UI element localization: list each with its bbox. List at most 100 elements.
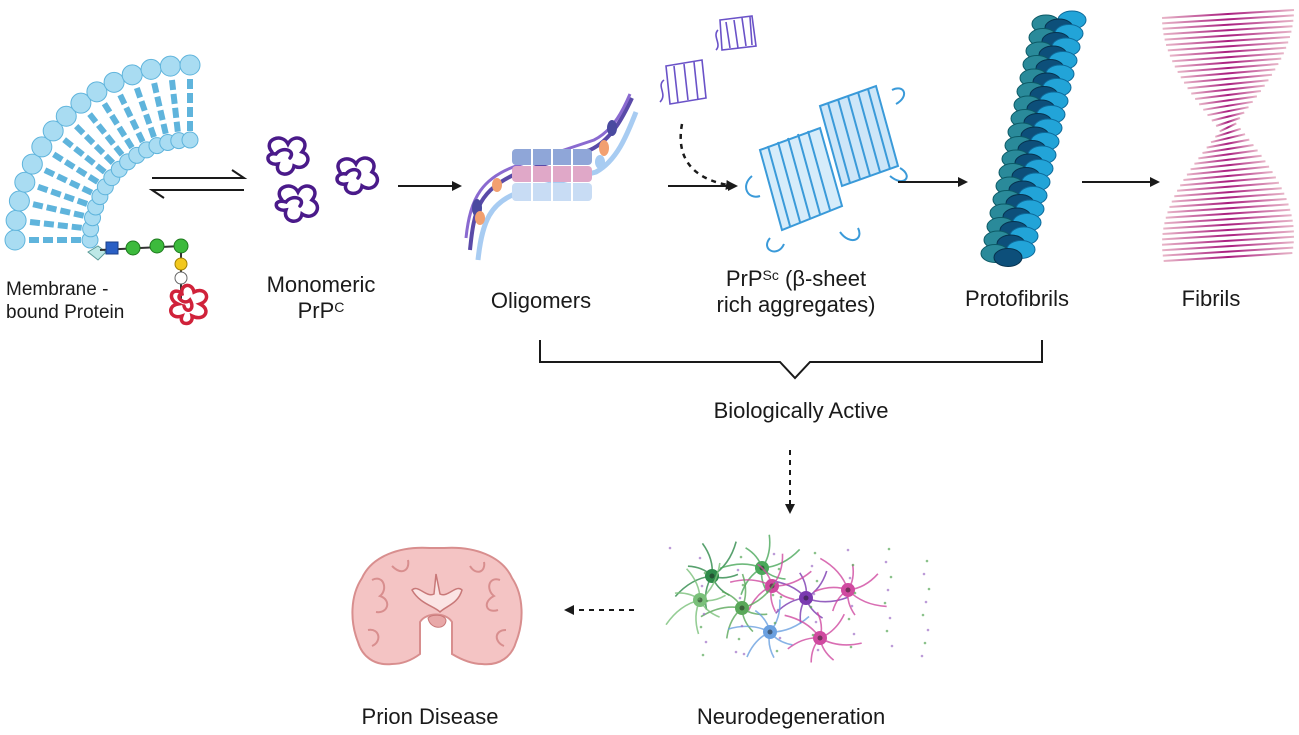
fibril-strand	[1198, 95, 1258, 106]
debris-dot	[705, 599, 709, 603]
fibril-strand	[1165, 36, 1291, 46]
membrane-bound-prion-icon	[169, 283, 209, 326]
prpsc-seed-icons	[659, 15, 757, 105]
brain-icon	[351, 546, 523, 666]
fibril-strand	[1214, 127, 1242, 138]
debris-dot	[815, 579, 819, 583]
gpi-anchor-icon	[87, 238, 189, 300]
debris-dot	[816, 648, 820, 652]
debris-dot	[779, 595, 783, 599]
oligomers-label: Oligomers	[490, 288, 592, 313]
prpsc-label: PrPSc (β-sheet rich aggregates)	[696, 266, 896, 318]
fibril-strand	[1161, 9, 1295, 19]
debris-dot	[883, 601, 887, 605]
debris-dot	[812, 592, 816, 596]
fibril-strand	[1167, 203, 1289, 214]
fibril-strand	[1174, 187, 1282, 198]
debris-dot	[699, 625, 703, 629]
debris-dot	[739, 555, 743, 559]
prpsc-prp-text: PrP	[725, 266, 763, 291]
debris-dot	[847, 617, 851, 621]
fibril-strand	[1162, 225, 1294, 235]
neurodegeneration-label: Neurodegeneration	[696, 704, 886, 729]
fibril-strand	[1198, 149, 1258, 160]
neuron-icon	[813, 557, 887, 616]
fibril-strand	[1215, 117, 1241, 127]
fibril-strand	[1183, 171, 1273, 181]
prion-disease-label: Prion Disease	[361, 704, 499, 729]
membrane-bound-protein-label: Membrane - bound Protein	[6, 278, 124, 324]
monomeric-label-line1: Monomeric	[266, 272, 376, 297]
debris-dot	[886, 588, 890, 592]
membrane-label-line2: bound Protein	[6, 302, 125, 323]
fibrils-label: Fibrils	[1181, 286, 1241, 311]
lipid-pair	[179, 54, 201, 149]
debris-dot	[885, 629, 889, 633]
fibril-strand	[1207, 106, 1249, 117]
fibril-strand	[1163, 252, 1293, 262]
fibril-strand	[1180, 176, 1276, 187]
debris-dot	[921, 613, 925, 617]
debris-dot	[700, 584, 704, 588]
protofibrils-label: Protofibrils	[965, 286, 1069, 311]
monomeric-superscript: C	[334, 299, 345, 315]
debris-dot	[741, 583, 745, 587]
fibril-strand	[1162, 230, 1294, 241]
debris-dot	[887, 547, 891, 551]
debris-dot	[742, 652, 746, 656]
fibril-strand	[1176, 181, 1280, 192]
debris-dot	[776, 608, 780, 612]
debris-dot	[920, 654, 924, 658]
debris-dot	[853, 591, 857, 595]
debris-dot	[923, 641, 927, 645]
debris-dot	[698, 556, 702, 560]
debris-dot	[884, 560, 888, 564]
neuron-icon	[727, 599, 810, 659]
debris-dot	[809, 605, 813, 609]
prpsc-aggregate-illustration	[745, 84, 908, 253]
fibril-strand	[1206, 138, 1250, 149]
debris-dot	[773, 621, 777, 625]
debris-dot	[814, 620, 818, 624]
debris-dot	[778, 636, 782, 640]
membrane-label-line1: Membrane -	[6, 279, 109, 300]
debris-dot	[888, 616, 892, 620]
prpsc-label-rest: (β-sheet	[778, 266, 867, 291]
lipid-pair	[140, 58, 177, 152]
debris-dot	[702, 612, 706, 616]
fibril-strand	[1162, 14, 1294, 25]
debris-dot	[738, 596, 742, 600]
debris-dot	[925, 559, 929, 563]
fibrils-illustration	[1161, 9, 1295, 262]
fibril-strand	[1161, 235, 1295, 246]
fibril-strand	[1165, 208, 1291, 219]
fibril-strand	[1190, 160, 1266, 171]
fibril-strand	[1169, 198, 1287, 208]
debris-dot	[924, 600, 928, 604]
debris-dot	[701, 653, 705, 657]
fibril-strand	[1171, 192, 1285, 203]
fibril-strand	[1211, 111, 1245, 122]
debris-dot	[735, 609, 739, 613]
debris-dot	[703, 571, 707, 575]
fibril-strand	[1163, 25, 1293, 36]
fibril-strand	[1174, 57, 1282, 68]
fibril-strand	[1162, 241, 1294, 252]
debris-dot	[774, 580, 778, 584]
debris-dot	[771, 593, 775, 597]
debris-dot	[668, 546, 672, 550]
fibril-strand	[1164, 30, 1292, 41]
fibril-strand	[1191, 84, 1265, 95]
monomeric-prp-text: PrP	[297, 298, 335, 323]
debris-dot	[734, 650, 738, 654]
debris-dot	[697, 597, 701, 601]
fibril-strand	[1167, 41, 1289, 52]
fibril-strand	[1180, 68, 1276, 79]
lipid-pair	[21, 153, 109, 206]
neuron-icon	[784, 611, 862, 663]
neuron-icon	[700, 573, 776, 639]
fibril-strand	[1202, 144, 1254, 154]
fibril-strand	[1186, 165, 1270, 176]
debris-dot	[849, 645, 853, 649]
